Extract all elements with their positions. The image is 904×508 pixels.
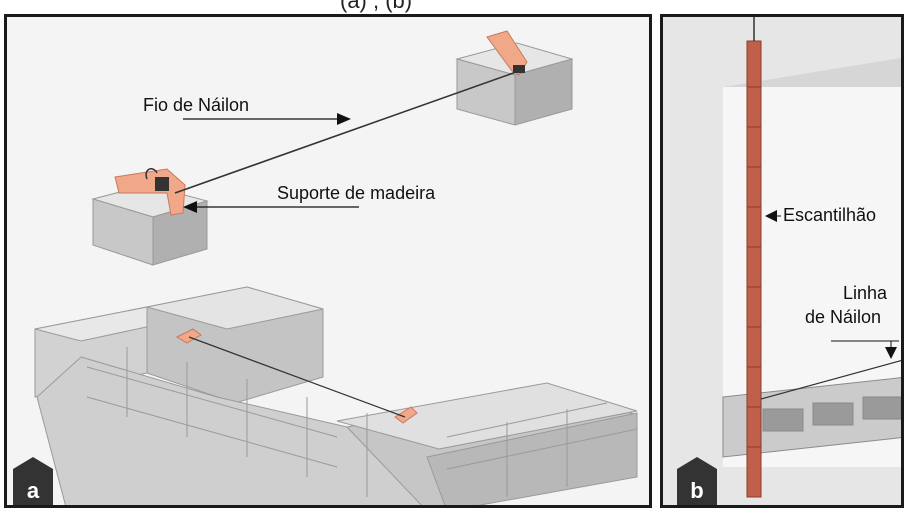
panel-b-nylon-line <box>760 360 901 400</box>
panel-a-badge: a <box>13 457 53 505</box>
label-wood-support: Suporte de madeira <box>277 183 436 203</box>
label-nylon-line-2: de Náilon <box>805 307 882 327</box>
panel-b: Escantilhão Linha de Náilon b <box>660 14 904 508</box>
arrow-support <box>183 201 197 213</box>
label-gauge-rod: Escantilhão <box>783 205 877 225</box>
wall-support-left <box>175 328 202 344</box>
top-wire-wrap <box>513 65 525 73</box>
block-wall <box>34 286 638 505</box>
nylon-wire <box>174 70 520 194</box>
label-nylon-wire: Fio de Náilon <box>143 95 250 115</box>
arrow-nylon <box>337 113 351 125</box>
arrow-gauge-rod <box>765 210 777 222</box>
wall-support-right <box>394 406 418 424</box>
wall-nylon-line <box>188 336 406 418</box>
panel-a-illustration <box>34 30 638 505</box>
gauge-rod <box>746 40 762 498</box>
label-nylon-line-1: Linha <box>843 283 888 303</box>
left-wire-wrap <box>155 177 169 191</box>
panel-a: Fio de Náilon Suporte de madeira a <box>4 14 652 508</box>
arrow-nylon-line <box>885 347 897 359</box>
top-right-block <box>455 30 574 126</box>
left-block <box>91 168 209 266</box>
top-caption: (a) , (b) <box>0 0 904 16</box>
panel-b-illustration <box>663 17 901 505</box>
panel-b-badge: b <box>677 457 717 505</box>
caption-text: (a) , (b) <box>340 0 413 13</box>
